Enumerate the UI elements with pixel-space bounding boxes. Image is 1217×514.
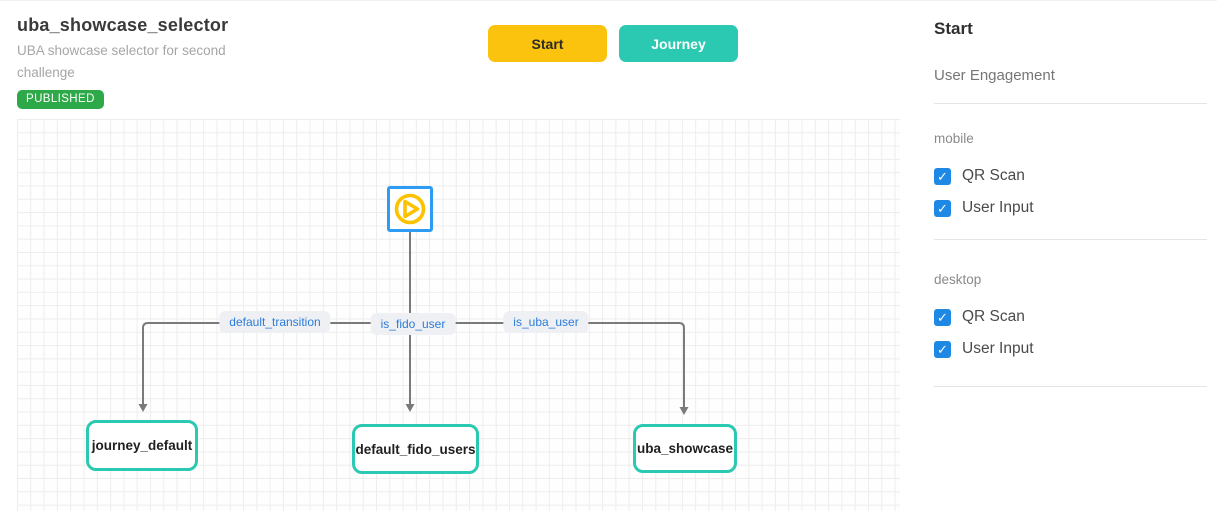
checkbox-label: QR Scan: [962, 167, 1025, 184]
journey-tab-button[interactable]: Journey: [619, 25, 738, 62]
checkbox-checked-icon[interactable]: ✓: [934, 308, 951, 326]
node-default-fido-users[interactable]: default_fido_users: [352, 424, 479, 474]
checkbox-checked-icon[interactable]: ✓: [934, 340, 951, 358]
sidebar-title: Start: [934, 19, 973, 38]
checkbox-checked-icon[interactable]: ✓: [934, 167, 951, 185]
checkbox-row-mobile-user-input[interactable]: ✓ User Input: [934, 199, 1034, 217]
sidebar-subtitle: User Engagement: [934, 67, 1055, 84]
edge-label-is-uba-user[interactable]: is_uba_user: [503, 311, 589, 333]
sidebar-divider: [934, 239, 1207, 240]
start-node[interactable]: [387, 186, 433, 232]
checkbox-label: User Input: [962, 199, 1034, 216]
checkbox-row-desktop-qr-scan[interactable]: ✓ QR Scan: [934, 308, 1025, 326]
edge-label-is-fido-user[interactable]: is_fido_user: [370, 313, 456, 335]
edge-label-default-transition[interactable]: default_transition: [219, 311, 331, 333]
checkbox-label: User Input: [962, 340, 1034, 357]
page-title: uba_showcase_selector: [17, 15, 229, 35]
play-icon: [394, 193, 426, 225]
journey-header: uba_showcase_selector UBA showcase selec…: [17, 15, 267, 110]
start-tab-button[interactable]: Start: [488, 25, 607, 62]
checkbox-checked-icon[interactable]: ✓: [934, 199, 951, 217]
node-uba-showcase[interactable]: uba_showcase: [633, 424, 737, 473]
properties-sidebar: Start User Engagement mobile ✓ QR Scan ✓…: [910, 1, 1217, 514]
checkbox-row-desktop-user-input[interactable]: ✓ User Input: [934, 340, 1034, 358]
node-journey-default[interactable]: journey_default: [86, 420, 198, 471]
sidebar-divider: [934, 386, 1207, 387]
checkbox-label: QR Scan: [962, 308, 1025, 325]
status-badge: PUBLISHED: [17, 90, 104, 110]
flow-canvas[interactable]: default_transition is_fido_user is_uba_u…: [17, 119, 900, 511]
section-label-mobile: mobile: [934, 131, 974, 146]
section-label-desktop: desktop: [934, 272, 982, 287]
page-subtitle: UBA showcase selector for second challen…: [17, 43, 226, 80]
checkbox-row-mobile-qr-scan[interactable]: ✓ QR Scan: [934, 167, 1025, 185]
sidebar-divider: [934, 103, 1207, 104]
